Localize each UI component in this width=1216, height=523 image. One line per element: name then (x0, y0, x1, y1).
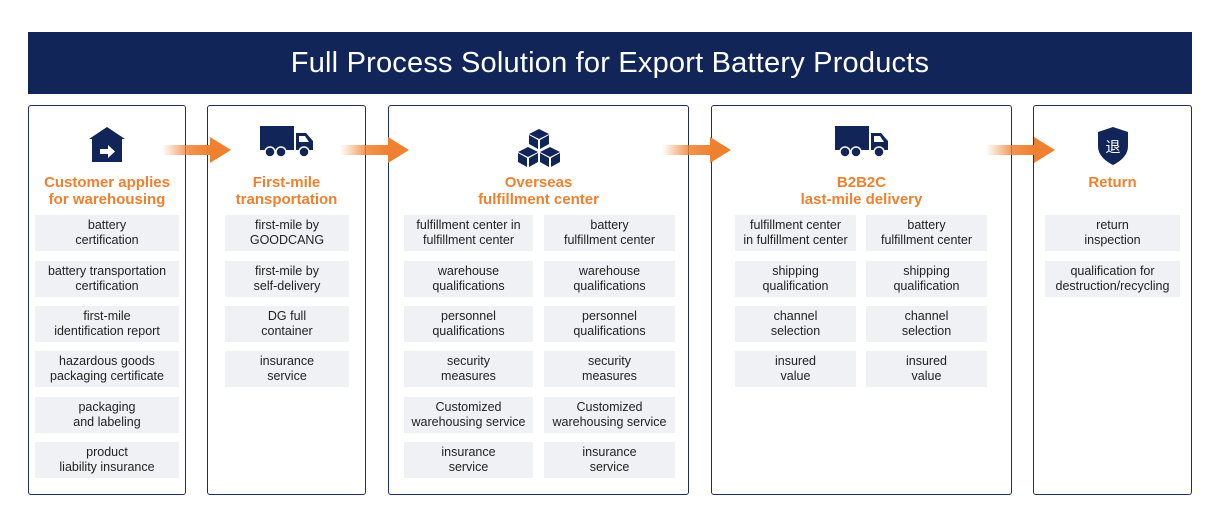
flow-arrow-icon (340, 137, 409, 163)
item-left-1: shipping qualification (735, 261, 856, 297)
item-destruction-recycling: qualification for destruction/recycling (1045, 261, 1180, 297)
item-left-3: security measures (404, 351, 533, 387)
item-right-1: warehouse qualifications (544, 261, 675, 297)
return-shield-icon: 退 (1096, 126, 1130, 171)
flow-arrow-icon (162, 137, 231, 163)
item-left-1: warehouse qualifications (404, 261, 533, 297)
item-left-0: fulfillment center in fulfillment center (735, 215, 856, 251)
item-product-liability: product liability insurance (35, 442, 179, 478)
item-first-mile-goodcang: first-mile by GOODCANG (225, 215, 349, 251)
item-insurance-service: insurance service (225, 351, 349, 387)
item-return-inspection: return inspection (1045, 215, 1180, 251)
item-right-1: shipping qualification (866, 261, 987, 297)
column-return: 退 Return return inspection qualification… (1033, 105, 1192, 495)
item-right-5: insurance service (544, 442, 675, 478)
item-right-2: channel selection (866, 306, 987, 342)
item-left-0: fulfillment center in fulfillment center (404, 215, 533, 251)
item-left-2: personnel qualifications (404, 306, 533, 342)
column-title: Customer applies for warehousing (44, 174, 170, 208)
item-hazardous-goods: hazardous goods packaging certificate (35, 351, 179, 387)
truck-icon (834, 124, 890, 163)
column-overseas-fulfillment: Overseas fulfillment center fulfillment … (388, 105, 689, 495)
column-title: Return (1088, 174, 1137, 191)
item-left-5: insurance service (404, 442, 533, 478)
boxes-icon (517, 128, 561, 173)
item-left-2: channel selection (735, 306, 856, 342)
item-right-3: insured value (866, 351, 987, 387)
column-first-mile: First-mile transportation first-mile by … (207, 105, 366, 495)
column-title: Overseas fulfillment center (478, 174, 599, 208)
page-title: Full Process Solution for Export Battery… (28, 32, 1192, 94)
warehouse-icon (87, 124, 127, 169)
item-battery-certification: battery certification (35, 215, 179, 251)
item-left-3: insured value (735, 351, 856, 387)
truck-icon (259, 124, 315, 163)
item-packaging-labeling: packaging and labeling (35, 397, 179, 433)
column-customer-applies: Customer applies for warehousing battery… (28, 105, 186, 495)
column-title: First-mile transportation (235, 174, 338, 208)
item-right-2: personnel qualifications (544, 306, 675, 342)
item-right-0: battery fulfillment center (544, 215, 675, 251)
item-dg-full-container: DG full container (225, 306, 349, 342)
item-left-4: Customized warehousing service (404, 397, 533, 433)
item-battery-transportation-certification: battery transportation certification (35, 261, 179, 297)
flow-arrow-icon (986, 137, 1055, 163)
item-right-4: Customized warehousing service (544, 397, 675, 433)
flow-arrow-icon (662, 137, 731, 163)
column-b2b2c-delivery: B2B2C last-mile delivery fulfillment cen… (711, 105, 1012, 495)
item-right-0: battery fulfillment center (866, 215, 987, 251)
column-title: B2B2C last-mile delivery (800, 174, 923, 208)
item-first-mile-self-delivery: first-mile by self-delivery (225, 261, 349, 297)
return-glyph: 退 (1105, 138, 1120, 156)
item-right-3: security measures (544, 351, 675, 387)
item-first-mile-identification: first-mile identification report (35, 306, 179, 342)
